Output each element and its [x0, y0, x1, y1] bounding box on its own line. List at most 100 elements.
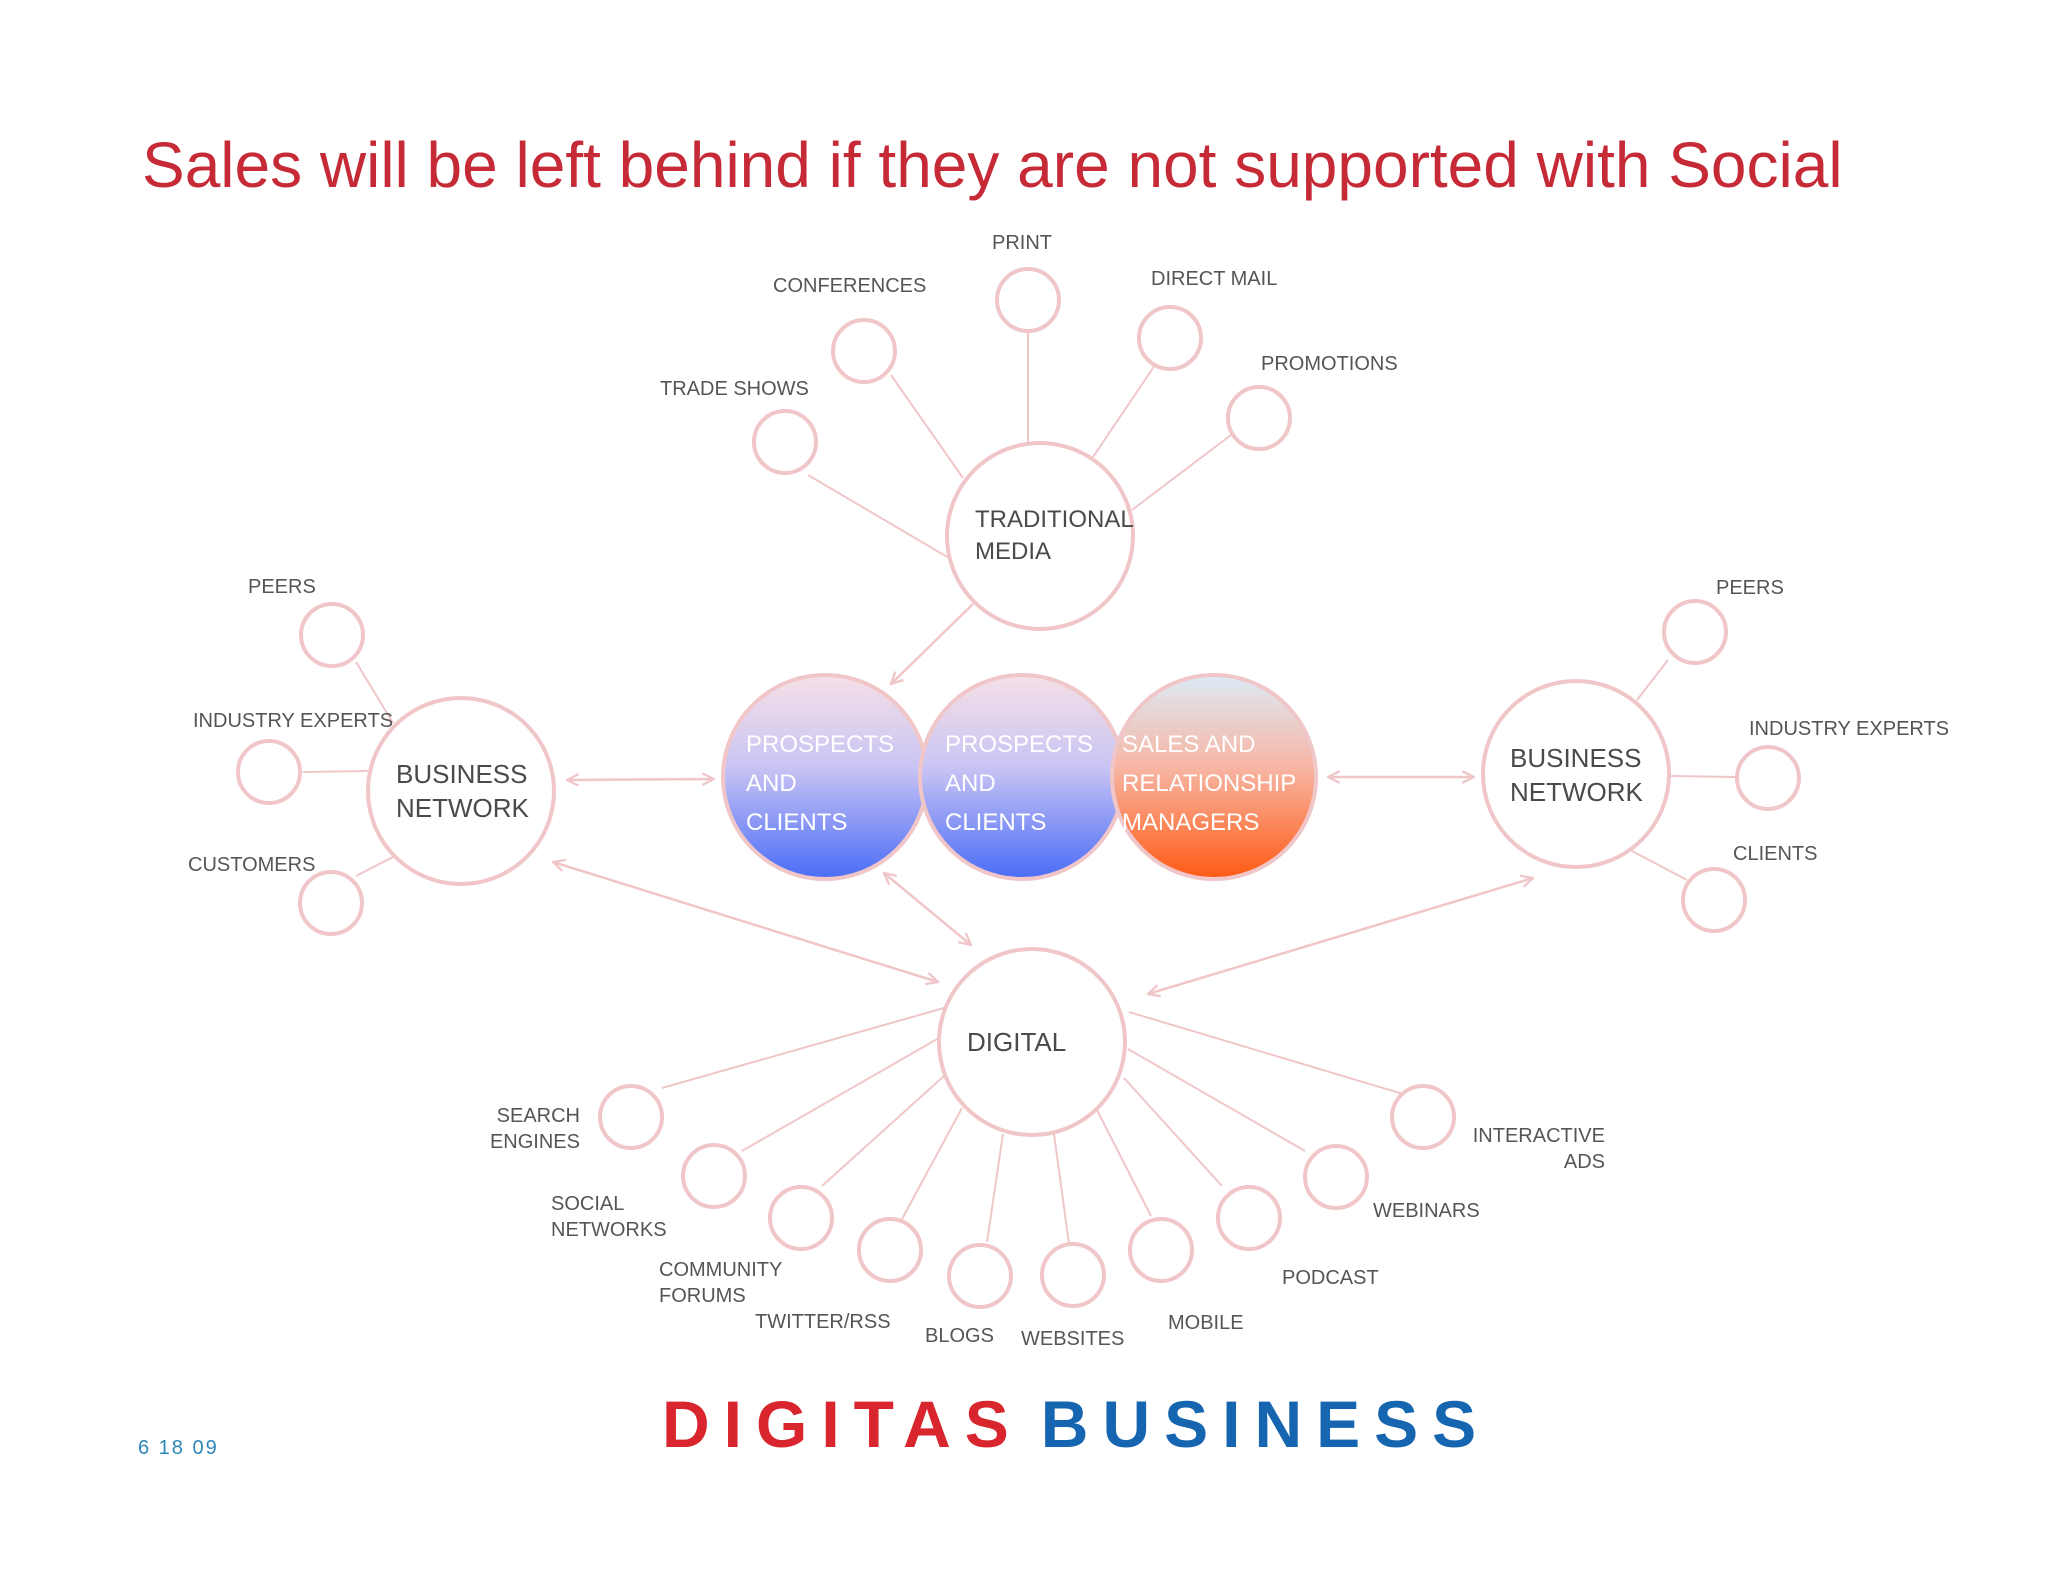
circle-industry-experts-left: [236, 739, 302, 805]
label-industry-experts-right-line: INDUSTRY EXPERTS: [1749, 718, 1949, 740]
spoke-peers-left: [355, 661, 394, 724]
spoke-trade-shows: [807, 474, 967, 569]
label-twitter-rss: TWITTER/RSS: [755, 1311, 891, 1333]
label-promotions-line: PROMOTIONS: [1261, 353, 1398, 375]
page-number: 6 18 09: [138, 1437, 219, 1459]
label-prospects-clients-1-line: AND: [746, 770, 797, 797]
satellite-circles: [236, 267, 1801, 1309]
label-interactive-ads-line: INTERACTIVE: [1473, 1125, 1605, 1147]
label-prospects-clients-2-line: AND: [945, 770, 996, 797]
label-podcast: PODCAST: [1282, 1267, 1379, 1289]
label-conferences: CONFERENCES: [773, 275, 926, 297]
spoke-community-forums: [821, 1075, 945, 1187]
spoke-interactive-ads: [1128, 1011, 1404, 1095]
spoke-blogs: [986, 1133, 1004, 1243]
arrow-traditional-to-center: [891, 603, 974, 684]
label-sales-relationship-managers-line: RELATIONSHIP: [1122, 770, 1296, 797]
label-conferences-line: CONFERENCES: [773, 275, 926, 297]
spoke-peers-right: [1636, 659, 1669, 701]
circle-promotions: [1226, 385, 1292, 451]
label-interactive-ads: INTERACTIVE ADS: [1473, 1125, 1605, 1173]
circle-print: [995, 267, 1061, 333]
label-traditional-media-line: MEDIA: [975, 538, 1051, 565]
label-peers-left: PEERS: [248, 576, 316, 598]
label-business-network-right-line: BUSINESS: [1510, 743, 1642, 773]
label-community-forums-line: FORUMS: [659, 1285, 746, 1307]
label-direct-mail-line: DIRECT MAIL: [1151, 268, 1277, 290]
circle-industry-experts-right: [1735, 745, 1801, 811]
label-prospects-clients-2-line: CLIENTS: [945, 809, 1046, 836]
label-digital: DIGITAL: [967, 1027, 1066, 1057]
label-print: PRINT: [992, 232, 1052, 254]
spoke-lines: [302, 333, 1737, 1245]
label-prospects-clients-1-line: CLIENTS: [746, 809, 847, 836]
label-peers-left-line: PEERS: [248, 576, 316, 598]
circle-websites: [1040, 1242, 1106, 1308]
circle-blogs: [947, 1243, 1013, 1309]
circle-direct-mail: [1137, 305, 1203, 371]
label-search-engines-line: SEARCH: [497, 1105, 580, 1127]
label-blogs: BLOGS: [925, 1325, 994, 1347]
label-sales-relationship-managers-line: SALES AND: [1122, 731, 1255, 758]
hub-traditional-media: [945, 441, 1135, 631]
circle-mobile: [1128, 1217, 1194, 1283]
arrow-right-network-digital: [1148, 878, 1533, 994]
label-prospects-clients-1: PROSPECTS AND CLIENTS: [746, 731, 894, 836]
spoke-mobile: [1096, 1109, 1152, 1217]
spoke-customers: [355, 855, 396, 877]
circle-social-networks: [681, 1143, 747, 1209]
label-search-engines-line: ENGINES: [490, 1131, 580, 1153]
label-business-network-right-line: NETWORK: [1510, 777, 1644, 807]
circle-conferences: [831, 318, 897, 384]
label-webinars: WEBINARS: [1373, 1200, 1480, 1222]
circle-podcast: [1216, 1185, 1282, 1251]
label-promotions: PROMOTIONS: [1261, 353, 1398, 375]
spoke-websites: [1053, 1133, 1070, 1245]
slide-title: Sales will be left behind if they are no…: [142, 129, 1843, 201]
logo-business: BUSINESS: [1040, 1387, 1491, 1461]
label-industry-experts-right: INDUSTRY EXPERTS: [1749, 718, 1949, 740]
label-webinars-line: WEBINARS: [1373, 1200, 1480, 1222]
spoke-social-networks: [741, 1037, 940, 1152]
arrow-left-network-digital: [553, 862, 938, 982]
label-interactive-ads-line: ADS: [1564, 1151, 1605, 1173]
spoke-search-engines: [661, 1007, 945, 1089]
label-sales-relationship-managers: SALES AND RELATIONSHIP MANAGERS: [1122, 731, 1296, 836]
center-circles: [721, 673, 1318, 881]
label-clients: CLIENTS: [1733, 843, 1817, 865]
label-traditional-media-line: TRADITIONAL: [975, 506, 1134, 533]
label-digital-line: DIGITAL: [967, 1027, 1066, 1057]
label-prospects-clients-1-line: PROSPECTS: [746, 731, 894, 758]
label-customers: CUSTOMERS: [188, 854, 315, 876]
label-print-line: PRINT: [992, 232, 1052, 254]
label-trade-shows: TRADE SHOWS: [660, 378, 809, 400]
spoke-twitter-rss: [901, 1107, 963, 1220]
spoke-clients: [1631, 850, 1688, 881]
label-blogs-line: BLOGS: [925, 1325, 994, 1347]
arrow-center-digital: [884, 873, 971, 945]
circle-trade-shows: [752, 409, 818, 475]
circle-interactive-ads: [1390, 1084, 1456, 1150]
center-sales: [1110, 673, 1318, 881]
label-search-engines: SEARCH ENGINES: [490, 1105, 580, 1153]
spoke-industry-experts-left: [302, 770, 369, 773]
label-sales-relationship-managers-line: MANAGERS: [1122, 809, 1259, 836]
label-direct-mail: DIRECT MAIL: [1151, 268, 1277, 290]
label-social-networks-line: NETWORKS: [551, 1219, 667, 1241]
circle-twitter-rss: [857, 1217, 923, 1283]
label-industry-experts-left-line: INDUSTRY EXPERTS: [193, 710, 393, 732]
flow-arrows: [553, 603, 1533, 994]
logo-digitas: DIGITAS: [662, 1387, 1023, 1461]
spoke-direct-mail: [1092, 364, 1156, 458]
circle-customers: [298, 870, 364, 936]
label-community-forums: COMMUNITY FORUMS: [659, 1259, 782, 1307]
label-industry-experts-left: INDUSTRY EXPERTS: [193, 710, 393, 732]
label-community-forums-line: COMMUNITY: [659, 1259, 782, 1281]
label-trade-shows-line: TRADE SHOWS: [660, 378, 809, 400]
label-websites-line: WEBSITES: [1021, 1328, 1124, 1350]
